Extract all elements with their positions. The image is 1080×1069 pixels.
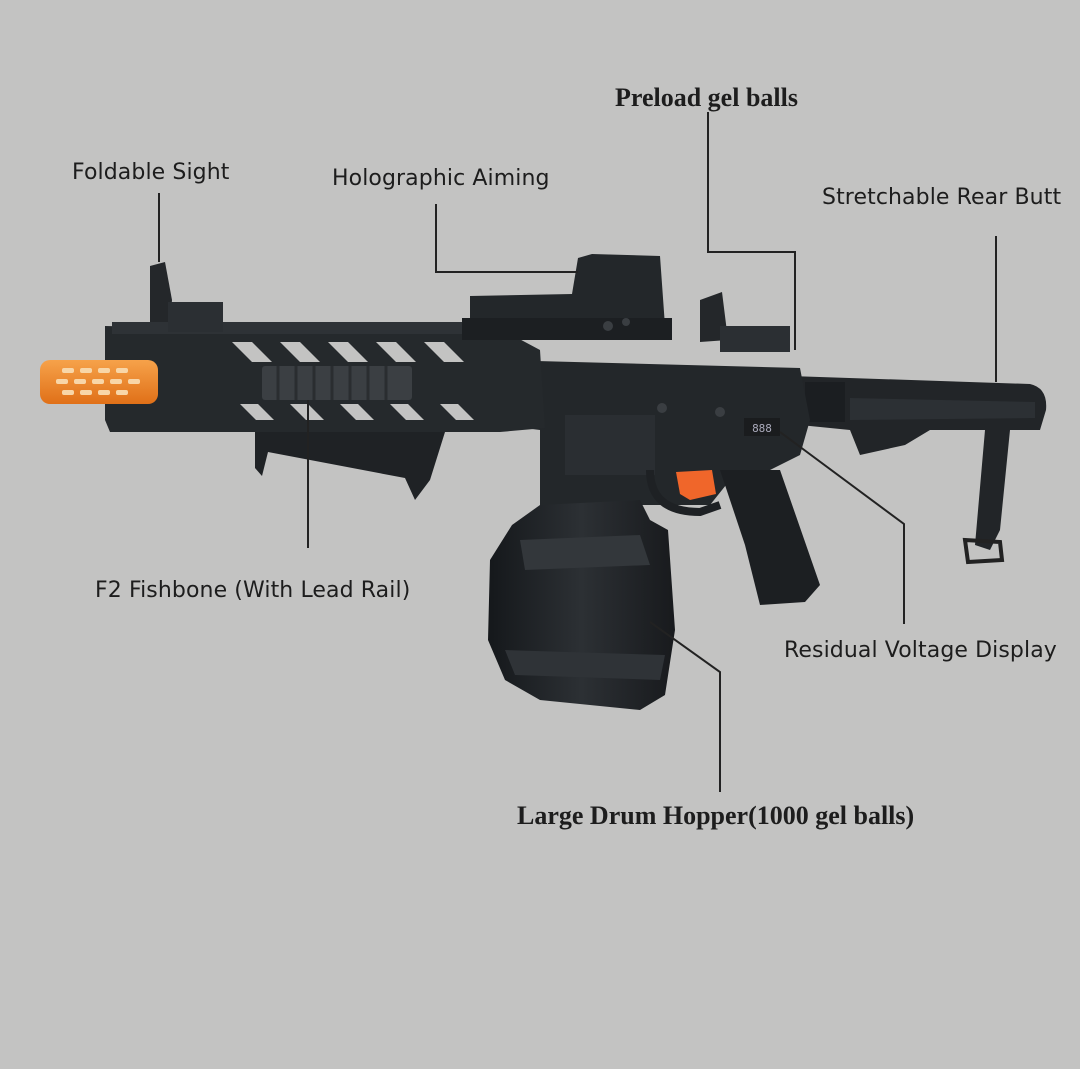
leader-preload-gel-balls: [707, 112, 796, 350]
foldable-front-sight: [150, 262, 223, 332]
trigger-assembly: [646, 469, 722, 517]
label-fishbone: F2 Fishbone (With Lead Rail): [95, 578, 411, 603]
label-stretchable-rear-butt: Stretchable Rear Butt: [822, 185, 1062, 210]
leader-lines: [158, 112, 997, 792]
holographic-sight: [462, 254, 672, 340]
label-residual-voltage: Residual Voltage Display: [784, 638, 1057, 663]
leader-holographic-aiming: [435, 204, 578, 273]
muzzle-tip: [40, 360, 158, 404]
leader-residual-voltage: [779, 431, 905, 624]
voltage-digits: 888: [752, 422, 772, 435]
fishbone-rail: [262, 366, 412, 400]
label-preload-gel-balls: Preload gel balls: [615, 83, 798, 112]
angled-foregrip: [255, 432, 445, 500]
drum-hopper: [488, 500, 675, 710]
label-holographic-aiming: Holographic Aiming: [332, 166, 550, 191]
leader-drum-hopper: [649, 621, 721, 792]
label-foldable-sight: Foldable Sight: [72, 160, 230, 185]
foldable-rear-sight: [700, 292, 790, 352]
residual-voltage-display: 888: [744, 418, 780, 436]
label-drum-hopper: Large Drum Hopper(1000 gel balls): [517, 801, 915, 830]
receiver: [500, 360, 810, 520]
pistol-grip: [720, 470, 820, 605]
rear-butt-stock: [790, 376, 1047, 565]
